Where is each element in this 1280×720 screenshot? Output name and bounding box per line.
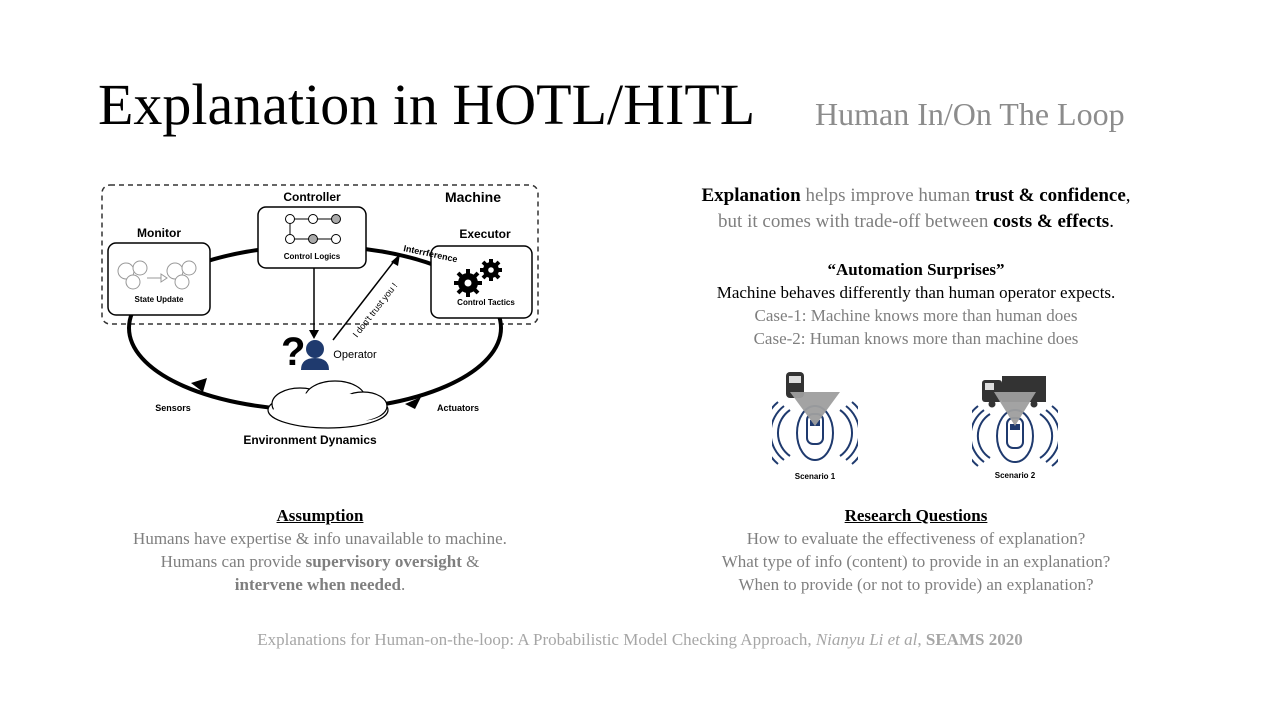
state-update-label: State Update: [135, 295, 184, 304]
research-heading: Research Questions: [844, 506, 988, 525]
period: .: [1109, 211, 1114, 232]
explanation-block: Explanation helps improve human trust & …: [630, 183, 1202, 235]
assumption-text-2: Humans can provide: [160, 552, 306, 571]
loop-arrow-left: [191, 378, 207, 392]
cloud-icon: [267, 380, 389, 429]
research-q2: What type of info (content) to provide i…: [721, 552, 1111, 571]
research-block: Research Questions How to evaluate the e…: [630, 504, 1202, 596]
explanation-text-1: helps improve human: [800, 185, 975, 206]
assumption-block: Assumption Humans have expertise & info …: [60, 504, 580, 596]
machine-boundary: [101, 184, 539, 325]
trust-confidence: trust & confidence: [974, 185, 1126, 206]
scenario-1-label: Scenario 1: [795, 472, 836, 481]
assumption-heading: Assumption: [276, 506, 364, 525]
machine-label: Machine: [445, 189, 501, 205]
scenario-2-figure: Scenario 2: [972, 376, 1058, 480]
control-logics-label: Control Logics: [284, 252, 341, 261]
citation-sep: ,: [917, 630, 926, 649]
explanation-term: Explanation: [701, 185, 801, 206]
arrow-to-operator-head: [309, 330, 319, 339]
trust-label: I don't trust you !: [351, 281, 400, 339]
case-1: Case-1: Machine knows more than human do…: [754, 306, 1078, 325]
page-subtitle: Human In/On The Loop: [815, 96, 1125, 132]
ampersand: &: [461, 552, 480, 571]
research-q1: How to evaluate the effectiveness of exp…: [746, 529, 1086, 548]
assumption-line-2: Humans can provide supervisory oversight…: [60, 550, 580, 573]
surprises-line: Machine behaves differently than human o…: [716, 283, 1116, 302]
citation: Explanations for Human-on-the-loop: A Pr…: [40, 628, 1240, 652]
sensors-label: Sensors: [155, 403, 191, 413]
signal-waves-icon: [972, 405, 1058, 467]
surprises-title: “Automation Surprises”: [827, 260, 1005, 279]
explanation-line-2: but it comes with trade-off between cost…: [630, 209, 1202, 235]
citation-title: Explanations for Human-on-the-loop: A Pr…: [257, 630, 816, 649]
intervene-when-needed: intervene when needed: [234, 575, 401, 594]
monitor-box: [107, 242, 211, 316]
environment-label: Environment Dynamics: [243, 433, 377, 447]
case-2: Case-2: Human knows more than machine do…: [753, 329, 1079, 348]
comma: ,: [1125, 185, 1131, 206]
research-q3: When to provide (or not to provide) an e…: [738, 575, 1094, 594]
view-cone-icon: [994, 392, 1036, 426]
hotl-diagram: Machine Environment Dynamics Sensors Act…: [101, 184, 539, 447]
arrow-to-interference-head: [391, 254, 400, 266]
operator-icon: [301, 340, 329, 370]
controller-label: Controller: [283, 190, 341, 204]
actuators-label: Actuators: [437, 403, 479, 413]
explanation-line-1: Explanation helps improve human trust & …: [630, 183, 1202, 209]
page-title: Explanation in HOTL/HITL: [98, 72, 756, 137]
executor-label: Executor: [459, 227, 511, 241]
scenario-2-label: Scenario 2: [995, 471, 1036, 480]
scenario-1-figure: Scenario 1: [772, 372, 858, 481]
supervisory-oversight: supervisory oversight: [305, 552, 462, 571]
gears-icon: [454, 259, 502, 297]
arrow-to-interference: [332, 259, 396, 341]
citation-authors: Nianyu Li et al: [815, 630, 918, 649]
period-2: .: [400, 575, 406, 594]
surprises-block: “Automation Surprises” Machine behaves d…: [630, 258, 1202, 350]
car-icon: [786, 372, 804, 398]
view-cone-icon: [790, 392, 840, 426]
assumption-line-3: intervene when needed.: [60, 573, 580, 596]
assumption-line-1: Humans have expertise & info unavailable…: [133, 529, 507, 548]
control-logics-icon: [285, 214, 341, 244]
explanation-text-2: but it comes with trade-off between: [718, 211, 994, 232]
operator-label: Operator: [333, 349, 377, 361]
control-tactics-label: Control Tactics: [457, 298, 515, 307]
citation-venue: SEAMS 2020: [925, 630, 1023, 649]
monitor-label: Monitor: [137, 226, 181, 240]
loop-arrow-right: [405, 397, 421, 409]
signal-waves-icon: [772, 401, 858, 465]
state-update-icon: [117, 260, 197, 290]
costs-effects: costs & effects: [993, 211, 1110, 232]
